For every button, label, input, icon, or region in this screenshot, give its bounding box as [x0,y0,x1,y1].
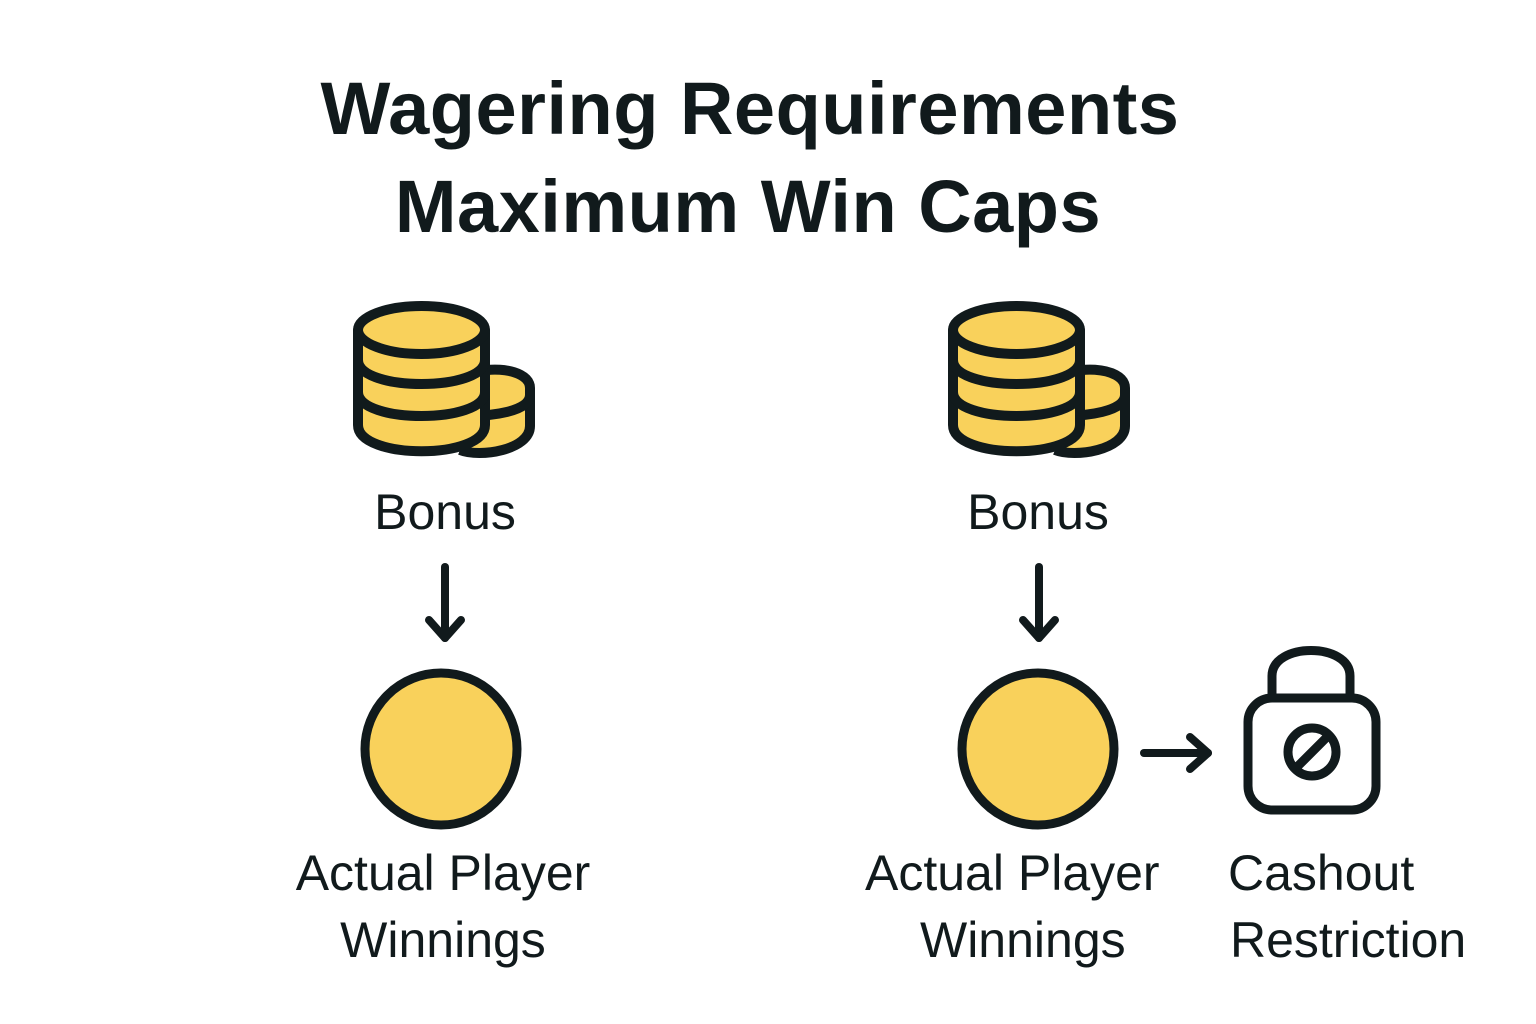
bonus-label-right: Bonus [967,484,1109,540]
cashout-label-1: Cashout [1228,845,1415,901]
cashout-label-2: Restriction [1230,912,1467,968]
bonus-label-left: Bonus [374,484,516,540]
coin-icon [957,668,1119,830]
coin-icon [360,668,522,830]
title-line-2: Maximum Win Caps [394,165,1102,248]
winnings-label-right-1: Actual Player [865,845,1160,901]
arrow-right-icon [1140,733,1212,773]
winnings-label-right-2: Winnings [920,912,1126,968]
winnings-label-left-2: Winnings [340,912,546,968]
arrow-down-icon [425,563,465,642]
winnings-label-left-1: Actual Player [295,845,591,901]
lock-prohibited-icon [1243,646,1381,815]
coin-stack-icon [353,301,535,458]
title-line-1: Wagering Requirements [320,67,1180,150]
arrow-down-icon [1019,563,1059,642]
coin-stack-icon [948,301,1130,458]
